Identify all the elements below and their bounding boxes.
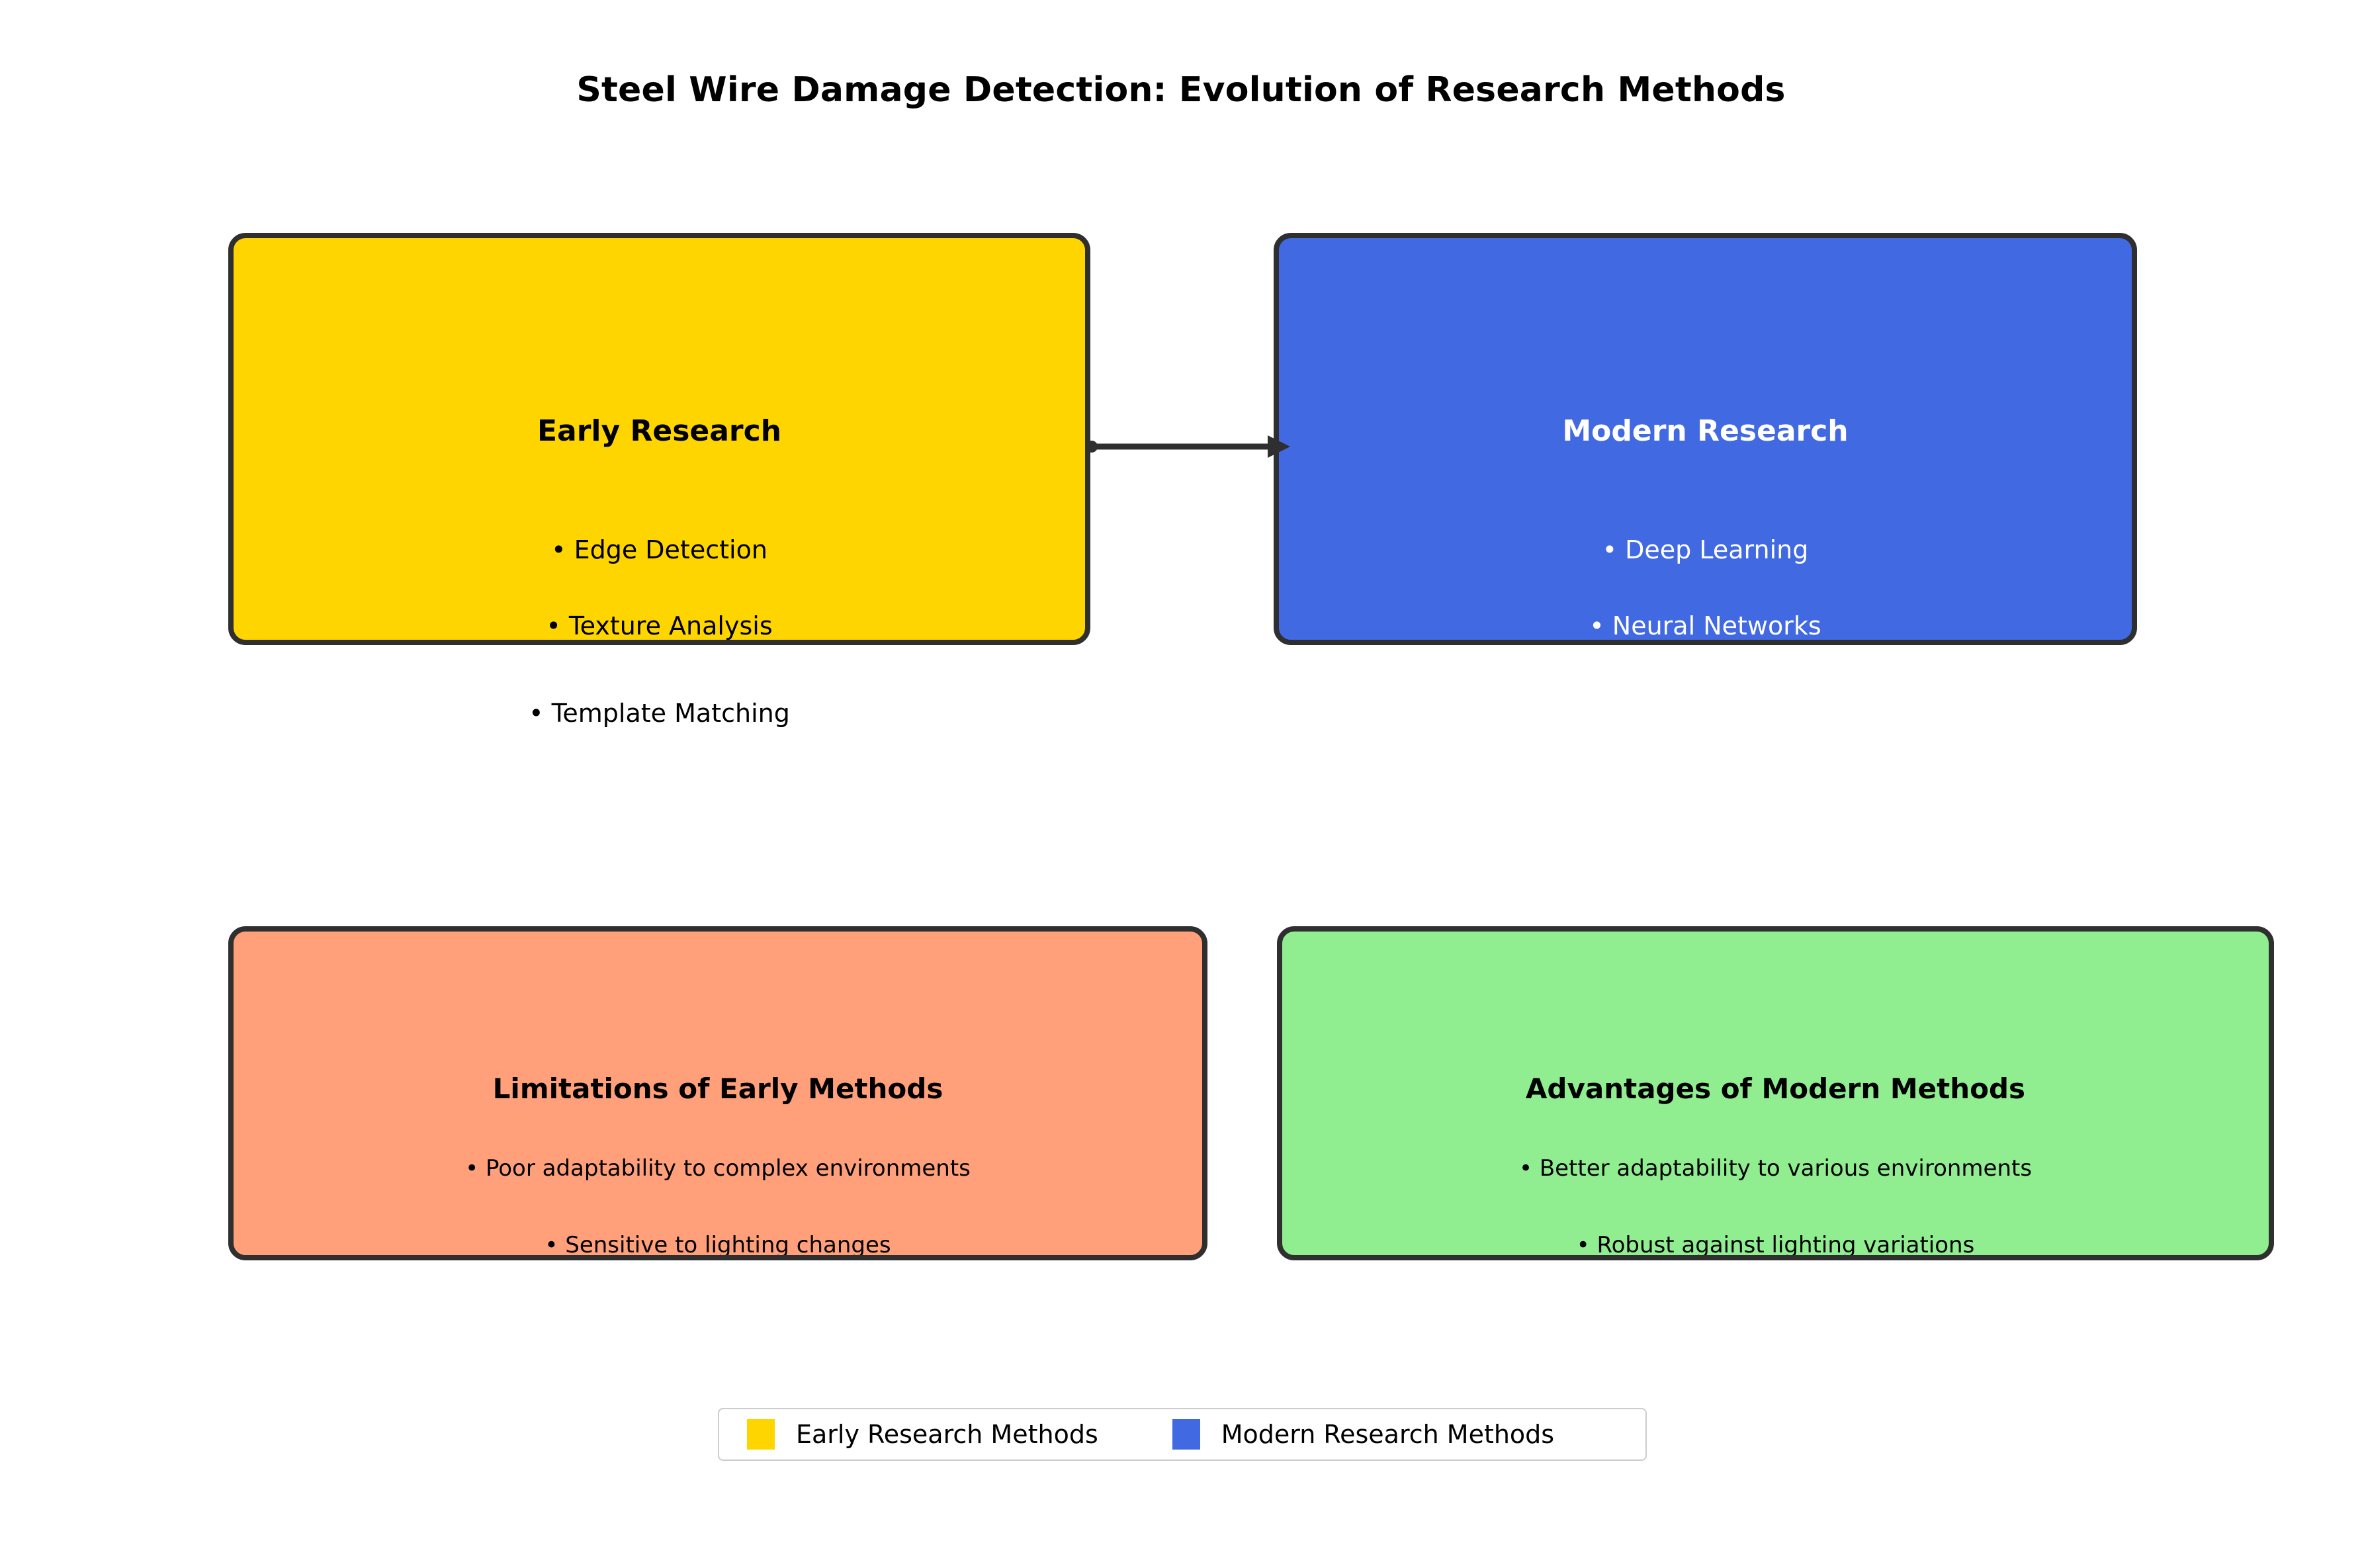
node-early-research-bullet-2: • Template Matching (529, 699, 790, 728)
node-advantages-title: Advantages of Modern Methods (1525, 1072, 2026, 1105)
node-modern-research-bullet-1: • Neural Networks (1589, 611, 1821, 640)
node-limitations-content: Limitations of Early Methods • Poor adap… (234, 932, 1202, 1255)
node-modern-research-bullet-0: • Deep Learning (1602, 535, 1809, 564)
node-early-research-bullet-1: • Texture Analysis (546, 611, 773, 640)
node-early-research-content: Early Research • Edge Detection • Textur… (234, 238, 1085, 640)
node-modern-research[interactable]: Modern Research • Deep Learning • Neural… (1274, 233, 2137, 645)
page-title: Steel Wire Damage Detection: Evolution o… (576, 70, 1786, 110)
legend-label-early: Early Research Methods (796, 1420, 1098, 1449)
node-early-research[interactable]: Early Research • Edge Detection • Textur… (228, 233, 1090, 645)
node-advantages-bullet-0: • Better adaptability to various environ… (1518, 1155, 2033, 1182)
node-early-research-title: Early Research (537, 414, 782, 448)
node-limitations-bullet-1: • Sensitive to lighting changes (545, 1232, 891, 1258)
legend-label-modern: Modern Research Methods (1221, 1420, 1555, 1449)
legend-item-early[interactable]: Early Research Methods (747, 1419, 1098, 1450)
node-advantages-content: Advantages of Modern Methods • Better ad… (1282, 932, 2269, 1255)
node-limitations-title: Limitations of Early Methods (492, 1072, 943, 1105)
node-modern-research-bullet-2: • Transfer Learning (1585, 699, 1826, 728)
node-limitations[interactable]: Limitations of Early Methods • Poor adap… (228, 926, 1207, 1260)
node-advantages[interactable]: Advantages of Modern Methods • Better ad… (1277, 926, 2274, 1260)
node-early-research-bullet-0: • Edge Detection (551, 535, 767, 564)
legend-swatch-early-icon (747, 1419, 775, 1450)
node-modern-research-title: Modern Research (1562, 414, 1849, 448)
node-limitations-bullet-0: • Poor adaptability to complex environme… (465, 1155, 971, 1182)
legend: Early Research Methods Modern Research M… (718, 1408, 1647, 1461)
node-advantages-bullet-1: • Robust against lighting variations (1576, 1232, 1975, 1258)
legend-item-modern[interactable]: Modern Research Methods (1172, 1419, 1554, 1450)
node-modern-research-content: Modern Research • Deep Learning • Neural… (1279, 238, 2132, 640)
legend-swatch-modern-icon (1172, 1419, 1200, 1450)
